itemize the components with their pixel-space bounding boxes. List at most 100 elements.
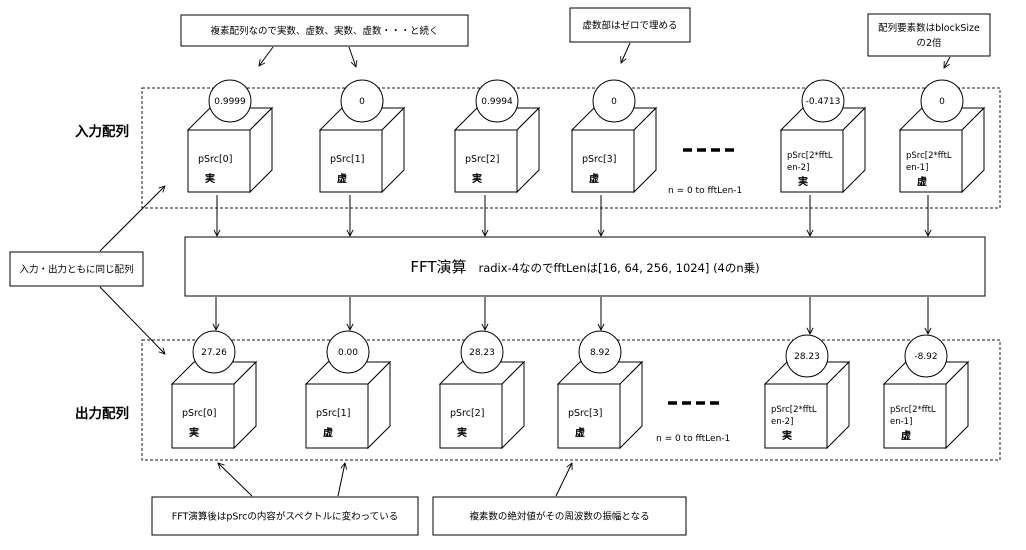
- fft-caption: FFT演算 radix-4なのでfftLenは[16, 64, 256, 1024…: [410, 258, 759, 276]
- cube-front-face: [439, 383, 503, 449]
- value-label: 28.23: [794, 352, 820, 362]
- callout-text: 複素数の絶対値がその周波数の振幅となる: [469, 511, 649, 523]
- value-label: 8.92: [590, 348, 610, 358]
- element-name: pSrc[0]: [198, 154, 232, 165]
- value-circle: [460, 330, 504, 374]
- callout-box: [180, 14, 469, 47]
- output-array-label: 出力配列: [75, 405, 129, 422]
- callout-arrow: [555, 463, 572, 497]
- element-part-label: 実: [472, 172, 482, 185]
- cube-front-face: [305, 383, 369, 449]
- callout-text: 複素配列なので実数、虚数、実数、虚数・・・と続く: [210, 25, 438, 37]
- element-name: pSrc[2]: [465, 154, 499, 165]
- value-label: 0: [359, 97, 365, 107]
- value-label: 27.26: [201, 348, 227, 358]
- element-name: pSrc[2]: [450, 408, 484, 419]
- callout-arrow: [944, 56, 951, 68]
- value-label: 0: [611, 97, 617, 107]
- value-circle: [904, 334, 948, 378]
- element-name: pSrc[2*fftL: [771, 405, 817, 415]
- element-name: pSrc[3]: [582, 154, 616, 165]
- output-range-text: n = 0 to fftLen-1: [656, 434, 730, 444]
- note-arrow-to-output: [99, 286, 165, 354]
- value-circle: [192, 330, 236, 374]
- output-array-dashed-frame: [141, 339, 1001, 461]
- element-part-label: 虚: [901, 429, 911, 442]
- callout-array-size: 配列要素数はblockSize の2倍: [867, 13, 991, 68]
- value-circle: [326, 330, 370, 374]
- fft-title: FFT演算: [410, 258, 466, 276]
- value-circle: [475, 79, 519, 123]
- output-array-section: 出力配列 n = 0 to fftLen-1 27.26 pSrc[0] 実 0.00…: [75, 297, 1001, 461]
- cube-front-face: [187, 129, 251, 193]
- element-part-label: 虚: [917, 175, 927, 188]
- shared-array-note: 入力・出力ともに同じ配列: [9, 186, 165, 354]
- callout-box: [432, 496, 687, 536]
- callout-arrow: [337, 463, 345, 497]
- value-circle: [920, 79, 964, 123]
- cube-front-face: [557, 383, 621, 449]
- note-text: 入力・出力ともに同じ配列: [19, 264, 133, 276]
- output-array-element-5: -8.92 pSrc[2*fftL en-1] 虚: [882, 334, 970, 450]
- element-name: en-2]: [771, 417, 793, 427]
- note-arrow-to-input: [99, 186, 165, 252]
- value-label: 0.9994: [481, 97, 513, 107]
- fft-note: radix-4なのでfftLenは[16, 64, 256, 1024] (4の…: [478, 261, 759, 275]
- element-name: en-1]: [890, 417, 912, 427]
- element-part-label: 虚: [589, 172, 599, 185]
- value-circle: [801, 79, 845, 123]
- cube-front-face: [764, 383, 828, 449]
- value-label: 28.23: [469, 348, 495, 358]
- callout-arrow: [348, 46, 356, 67]
- cube-front-face: [780, 129, 844, 193]
- output-array-element-3: 8.92 pSrc[3] 虚: [556, 330, 644, 450]
- element-name: pSrc[1]: [330, 154, 364, 165]
- callout-box: [867, 13, 991, 57]
- callout-text: 虚数部はゼロで埋める: [582, 20, 677, 32]
- input-array-dashed-frame: [141, 87, 1001, 209]
- element-name: pSrc[1]: [316, 408, 350, 419]
- callout-text-line: の2倍: [916, 37, 942, 49]
- element-name: pSrc[3]: [568, 408, 602, 419]
- input-cells: 0.9999pSrc[0]実0pSrc[1]虚0.9994pSrc[2]実0pS…: [186, 79, 986, 236]
- cube-front-face: [454, 129, 518, 193]
- callout-arrow: [259, 46, 274, 66]
- cube-front-face: [883, 383, 947, 449]
- cube-front-face: [571, 129, 635, 193]
- callout-spectrum: FFT演算後はpSrcの内容がスペクトルに変わっている: [151, 463, 419, 536]
- value-label: 0.00: [338, 348, 358, 358]
- element-name: pSrc[2*fftL: [890, 405, 936, 415]
- value-label: -8.92: [914, 352, 937, 362]
- output-cells: 27.26 pSrc[0] 実 0.00 pSrc[1] 虚 28.23 pSrc[2] 実 8.…: [170, 297, 970, 450]
- element-name: pSrc[0]: [182, 408, 216, 419]
- cube-front-face: [319, 129, 383, 193]
- element-name: en-2]: [787, 163, 809, 173]
- element-part-label: 実: [782, 429, 792, 442]
- value-circle: [578, 330, 622, 374]
- value-label: 0.9999: [214, 97, 246, 107]
- input-array-element-2: 0.9994 pSrc[2] 実: [453, 79, 541, 194]
- element-part-label: 実: [798, 175, 808, 188]
- callout-text: FFT演算後はpSrcの内容がスペクトルに変わっている: [172, 511, 398, 523]
- callout-text-line: 配列要素数はblockSize: [878, 22, 980, 34]
- note-box: [9, 251, 144, 287]
- fft-operation-box: FFT演算 radix-4なのでfftLenは[16, 64, 256, 1024…: [184, 236, 986, 297]
- input-range-text: n = 0 to fftLen-1: [668, 186, 742, 196]
- value-circle: [208, 79, 252, 123]
- input-array-element-3: 0 pSrc[3] 虚: [570, 79, 658, 194]
- callout-complex-interleave: 複素配列なので実数、虚数、実数、虚数・・・と続く: [180, 14, 469, 67]
- callout-imaginary-zero-fill: 虚数部はゼロで埋める: [569, 7, 691, 63]
- callout-amplitude: 複素数の絶対値がその周波数の振幅となる: [432, 463, 687, 536]
- callout-arrow: [621, 42, 631, 63]
- callout-arrow: [218, 463, 253, 497]
- element-part-label: 実: [457, 426, 467, 439]
- value-label: 0: [939, 97, 945, 107]
- callout-box: [569, 7, 691, 43]
- element-part-label: 虚: [575, 426, 585, 439]
- fft-box: [184, 236, 986, 297]
